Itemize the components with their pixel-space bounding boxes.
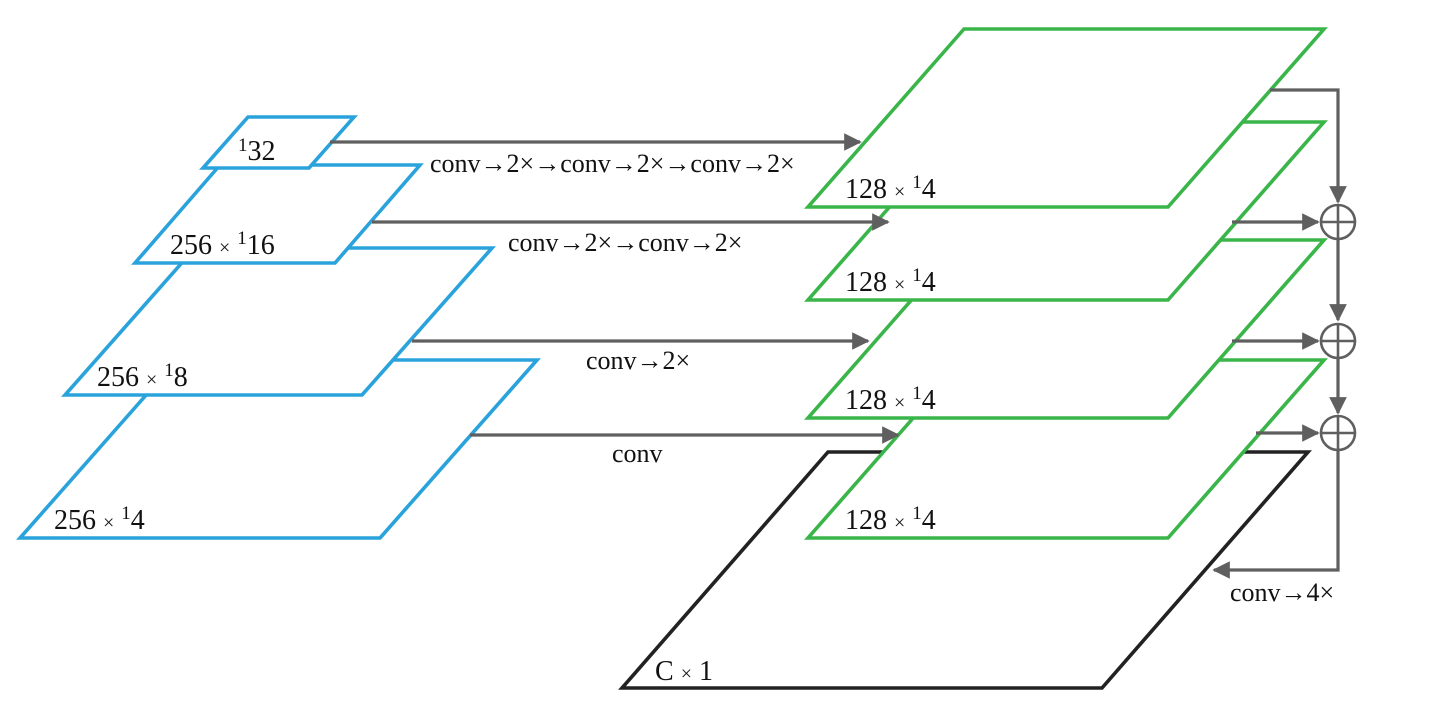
backbone-label-1-4: 256 × 14 [54,503,145,536]
backbone-label-1-8: 256 × 18 [97,360,188,393]
arrow-feature-1-down [1270,88,1347,204]
backbone-plane-1-4 [16,358,541,540]
feature-label-1: 128 × 14 [845,172,936,205]
op-label-level-4: conv [612,439,663,468]
backbone-label-1-16: 256 × 116 [170,228,275,261]
op-label-level-32: conv→2×→conv→2×→conv→2× [430,149,795,178]
op-label-level-16: conv→2×→conv→2× [508,228,742,257]
backbone-label-1-32: 132 [238,135,276,167]
sum-node-2 [1319,322,1357,360]
feature-label-2: 128 × 14 [845,265,936,298]
op-label-level-8: conv→2× [586,346,690,375]
arrow-to-output [1212,451,1340,579]
feature-label-3: 128 × 14 [845,383,936,416]
backbone-plane-1-8 [61,246,496,397]
output-label: C × 1 [655,656,713,687]
feature-plane-1 [804,27,1328,209]
op-label-final: conv→4× [1230,578,1334,607]
sum-node-3 [1319,414,1357,452]
sum-node-1 [1319,203,1357,241]
backbone-plane-1-16 [131,163,424,265]
backbone-plane-1-32 [199,115,358,170]
feature-label-4: 128 × 14 [845,503,936,536]
